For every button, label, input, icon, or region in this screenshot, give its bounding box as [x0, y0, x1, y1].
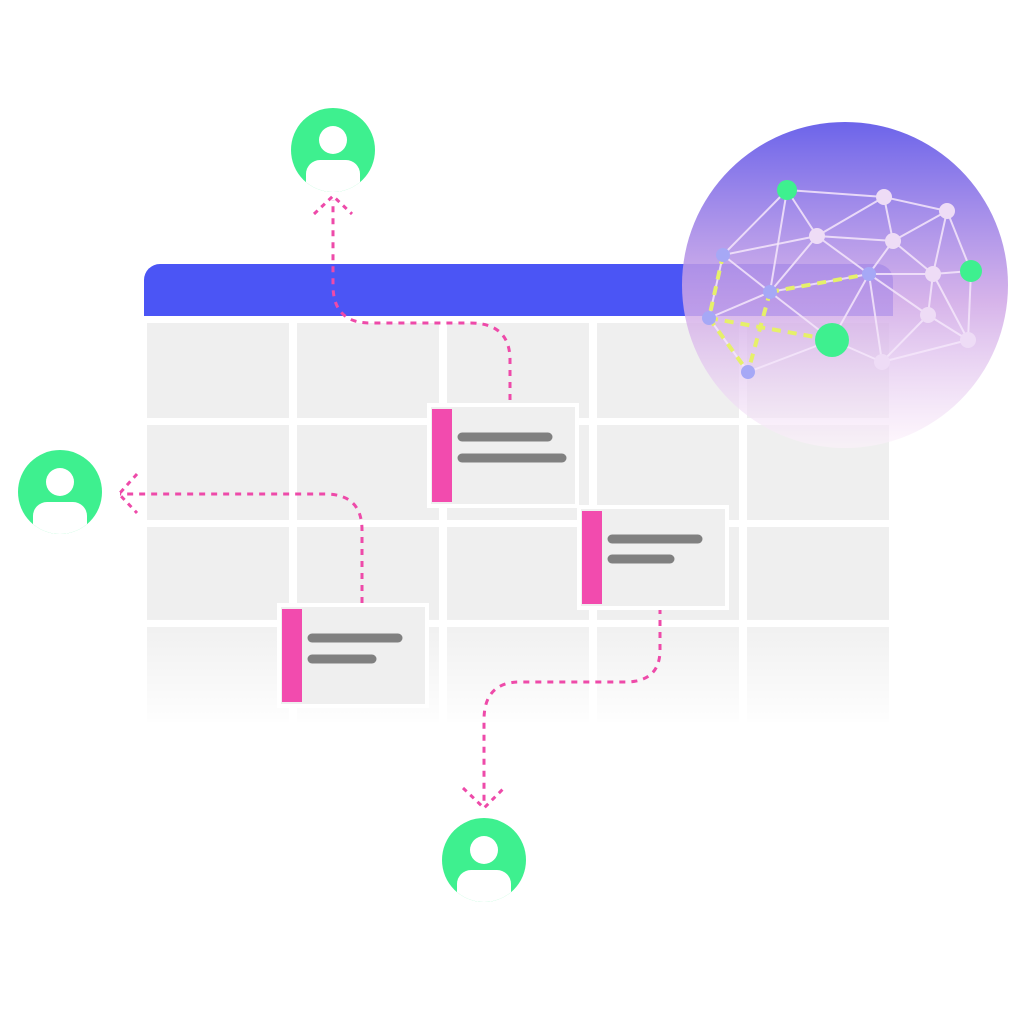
calendar-cell	[747, 527, 889, 620]
user-avatar-icon	[18, 450, 102, 534]
network-path-edge	[746, 291, 772, 373]
network-node	[960, 332, 976, 348]
network-node	[809, 228, 825, 244]
calendar-cell	[297, 323, 439, 418]
network-edge	[868, 273, 929, 316]
event-card	[577, 505, 729, 610]
calendar-cell	[447, 527, 589, 620]
network-edge	[722, 189, 788, 256]
network-node	[763, 285, 777, 299]
network-node	[920, 307, 936, 323]
network-node	[960, 260, 982, 282]
network-node	[874, 354, 890, 370]
arrow-head-icon	[116, 472, 139, 515]
connectors	[116, 193, 662, 811]
network-edge	[708, 291, 771, 319]
calendar-cell	[597, 425, 739, 520]
network-path-edge	[707, 254, 725, 319]
avatar-head	[46, 468, 74, 496]
network-edge	[932, 210, 948, 275]
network-edge	[722, 235, 818, 256]
calendar-cell	[147, 323, 289, 418]
network-node	[925, 266, 941, 282]
network-node	[862, 267, 876, 281]
network-edge	[816, 235, 894, 242]
network-sphere	[682, 122, 1008, 448]
network-edge	[722, 254, 771, 293]
user-avatar-icon	[442, 818, 526, 902]
network-node	[702, 311, 716, 325]
arrow-head-icon	[312, 193, 354, 216]
network-edge	[868, 273, 883, 363]
network-node	[876, 189, 892, 205]
card-accent-bar	[432, 409, 452, 502]
card-accent-bar	[282, 609, 302, 702]
dashed-connector	[120, 492, 364, 603]
network-edge	[816, 196, 885, 237]
avatar-body	[33, 502, 87, 534]
avatar-body	[457, 870, 511, 902]
network-edge	[892, 210, 948, 242]
network-edge	[932, 273, 969, 341]
network-edge	[786, 189, 885, 198]
calendar-cell	[297, 425, 439, 520]
network-edge	[881, 339, 969, 363]
avatar-head	[470, 836, 498, 864]
calendar-cell	[447, 323, 589, 418]
network-node	[885, 233, 901, 249]
network-node	[716, 248, 730, 262]
network-node	[777, 180, 797, 200]
user-avatar-icon	[291, 108, 375, 192]
avatar-head	[319, 126, 347, 154]
network-edge	[816, 235, 870, 275]
network-node	[815, 323, 849, 357]
sphere-background	[682, 122, 1008, 448]
network-edge	[881, 314, 929, 363]
network-edge	[967, 270, 972, 341]
avatar-body	[306, 160, 360, 192]
network-node	[939, 203, 955, 219]
card-accent-bar	[582, 511, 602, 604]
calendar-cell	[147, 425, 289, 520]
network-edge	[892, 240, 934, 275]
event-cards	[277, 403, 729, 708]
calendar-fade	[140, 615, 900, 730]
network-path-edge	[769, 272, 870, 294]
calendar-cell	[147, 527, 289, 620]
network-edge	[769, 189, 788, 293]
network-node	[741, 365, 755, 379]
network-path-edge	[708, 316, 833, 342]
network-edge	[769, 235, 818, 293]
network-path-edge	[707, 316, 750, 374]
network-edge	[883, 196, 948, 212]
avatars	[18, 108, 526, 902]
event-card	[277, 603, 429, 708]
event-card	[427, 403, 579, 508]
